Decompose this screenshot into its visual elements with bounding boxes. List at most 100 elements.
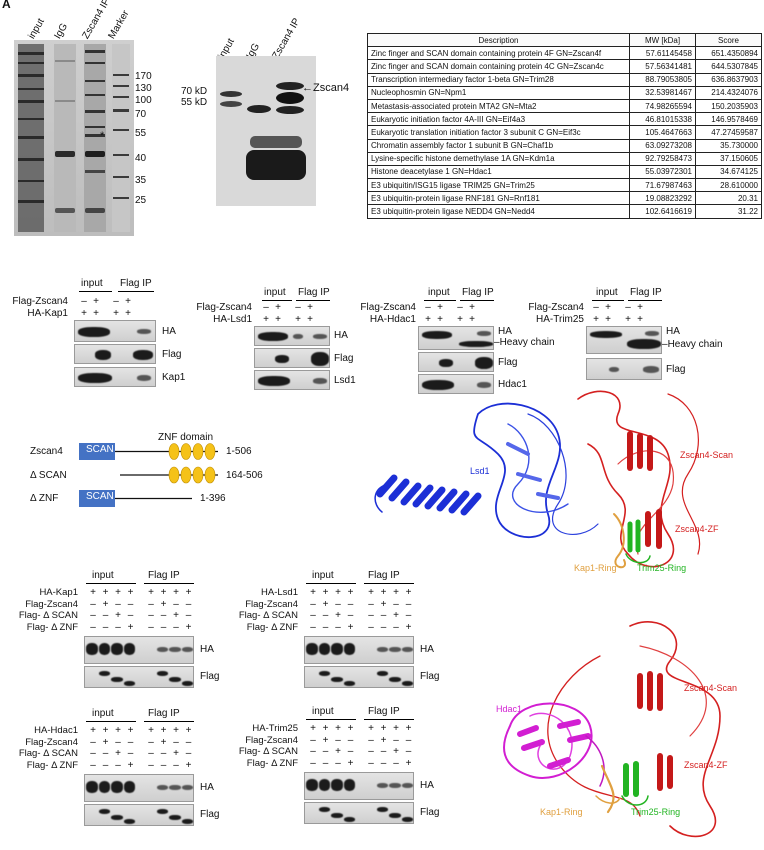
del-hdac1-flagip-label: Flag IP [148, 708, 180, 719]
trim25-ha-label: HA-Trim25 [536, 314, 584, 325]
marker-40: 40 [135, 153, 147, 164]
del-hdac1-sign: + [185, 725, 192, 736]
panel-letter: A [2, 0, 11, 11]
del-trim25-row-label-3: Flag- Δ ZNF [246, 757, 298, 769]
kap1-input-label: input [81, 278, 103, 289]
del-kap1-sign: + [148, 587, 154, 598]
del-trim25-blot-ha-label: HA [420, 780, 434, 791]
del-lsd1-sign: – [347, 598, 354, 610]
del-trim25-sign: – [322, 746, 329, 757]
gel1-lane-input: input [26, 16, 47, 41]
scan-box-3: SCAN [86, 491, 114, 502]
del-hdac1-sign: + [173, 725, 179, 736]
del-kap1-sign: – [148, 610, 154, 621]
del-hdac1-sign: – [148, 759, 154, 771]
trim25-flag-zscan4: Flag-Zscan4 [528, 302, 584, 313]
trim25-signs-row1: –+–+ [593, 302, 643, 313]
trim25-ha-blot [586, 326, 662, 354]
del-hdac1-row-label-0: HA-Hdac1 [34, 725, 78, 736]
del-trim25-ha-blot [304, 772, 414, 800]
mw-70kd: 70 kD [181, 86, 208, 97]
ms-cell-score: 37.150605 [695, 151, 762, 166]
ms-cell-mw: 63.09273208 [629, 138, 696, 153]
del-kap1-sign: + [173, 587, 179, 598]
ms-cell-description: Transcription intermediary factor 1-beta… [367, 72, 630, 87]
del-hdac1-sign: – [160, 748, 167, 759]
del-hdac1-sign: + [115, 748, 121, 759]
del-lsd1-sign: – [335, 598, 341, 610]
hdac1-signs-row1: –+–+ [425, 302, 475, 313]
scan-box-1: SCAN [86, 444, 114, 455]
del-trim25-sign: + [335, 723, 341, 734]
del-hdac1-sign: – [102, 759, 109, 771]
del-hdac1-sign: – [160, 759, 167, 771]
marker-100: 100 [135, 95, 152, 106]
del-kap1-sign: – [115, 621, 121, 633]
del-lsd1-sign: – [368, 621, 374, 633]
del-hdac1-ha-blot [84, 774, 194, 802]
del-lsd1-flag-band [401, 681, 413, 686]
del-lsd1-sign: + [380, 598, 387, 610]
del-hdac1-sign: + [148, 725, 154, 736]
del-kap1-row-label-3: Flag- Δ ZNF [26, 621, 78, 633]
del-kap1-sign: – [185, 598, 192, 610]
del-trim25-sign: – [405, 746, 412, 757]
del-hdac1-sign: – [115, 759, 121, 771]
del-hdac1-sign: – [90, 736, 96, 748]
marker-55: 55 [135, 128, 147, 139]
del-trim25-sign: – [347, 734, 354, 746]
del-trim25-flagip-label: Flag IP [368, 706, 400, 717]
kap1-flagip-label: Flag IP [120, 278, 152, 289]
ms-table-row: E3 ubiquitin-protein ligase RNF181 GN=Rn… [367, 191, 762, 206]
del-trim25-sign: – [322, 757, 329, 769]
del-hdac1-sign: – [127, 748, 134, 759]
del-lsd1-flag-band [389, 677, 401, 682]
del-lsd1-ha-band [389, 647, 401, 652]
kap1-flag-blot [74, 344, 156, 364]
del-lsd1-sign: – [310, 621, 316, 633]
ms-cell-mw: 71.67987463 [629, 178, 696, 193]
del-kap1-flag-band [181, 681, 193, 686]
ms-cell-score: 28.610000 [695, 178, 762, 193]
del-lsd1-sign: + [405, 587, 412, 598]
del-kap1-sign: – [160, 610, 167, 621]
del-hdac1-sign: – [185, 736, 192, 748]
del-hdac1-ha-band [86, 781, 98, 793]
del-kap1-sign: – [127, 610, 134, 621]
del-kap1-sign: + [160, 598, 167, 610]
ms-cell-score: 214.4324076 [695, 85, 762, 100]
del-kap1-sign: + [185, 621, 192, 633]
del-kap1-sign: – [173, 598, 179, 610]
del-lsd1-sign: + [393, 610, 399, 621]
del-lsd1-flag-band [376, 671, 388, 676]
hdac1-ha-blot [418, 326, 494, 350]
silver-gel-image [14, 40, 134, 236]
del-kap1-sign: – [90, 621, 96, 633]
del-hdac1-sign: – [173, 759, 179, 771]
ms-header-score: Score [695, 32, 762, 48]
del-trim25-sign: + [322, 734, 329, 746]
lsd1-blot-lsd1-label: Lsd1 [334, 375, 356, 386]
del-hdac1-blot-ha-label: HA [200, 782, 214, 793]
del-lsd1-sign: – [310, 598, 316, 610]
del-trim25-sign: + [393, 746, 399, 757]
del-hdac1-input-line [86, 721, 136, 722]
del-hdac1-sign: + [185, 759, 192, 771]
del-trim25-ha-band [401, 783, 413, 788]
del-trim25-row-label-0: HA-Trim25 [252, 723, 298, 734]
marker-70: 70 [135, 109, 147, 120]
del-hdac1-ha-band [98, 781, 110, 793]
del-lsd1-sign: + [347, 587, 354, 598]
del-kap1-sign: – [173, 621, 179, 633]
del-hdac1-ha-band [123, 781, 135, 793]
ms-table-row: Lysine-specific histone demethylase 1A G… [367, 151, 762, 166]
ms-cell-mw: 19.08823292 [629, 191, 696, 206]
del-kap1-row-label-1: Flag-Zscan4 [25, 598, 78, 610]
kap1-flag-zscan4: Flag-Zscan4 [12, 296, 68, 307]
del-trim25-sign: + [347, 757, 354, 769]
hdac1-ha-label: HA-Hdac1 [369, 314, 416, 325]
trim25-flag-blot [586, 358, 662, 380]
zscan4-arrow-label: ←Zscan4 [302, 82, 350, 94]
del-kap1-sign: – [160, 621, 167, 633]
